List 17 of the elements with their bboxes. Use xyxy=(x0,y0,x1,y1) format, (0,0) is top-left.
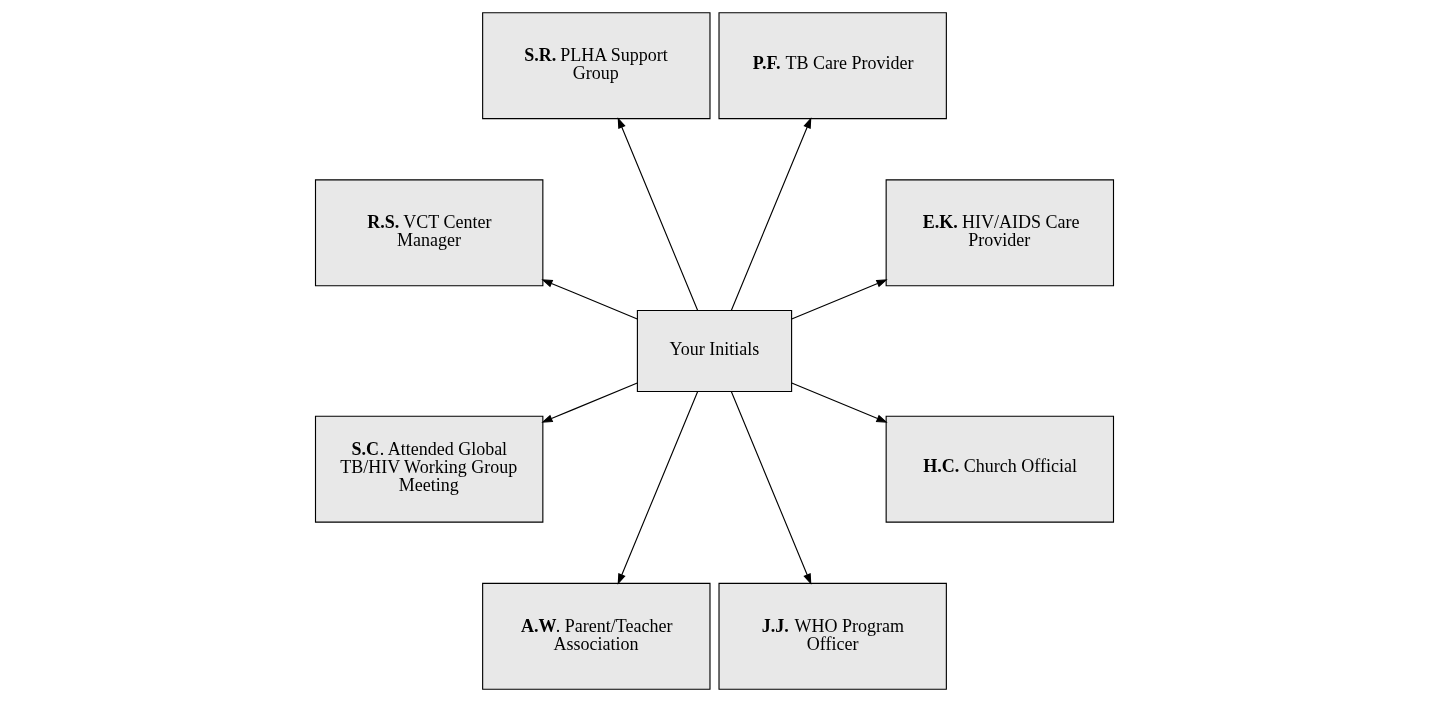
node-box: A.W. Parent/Teacher Association xyxy=(482,582,711,690)
node-box: E.K. HIV/AIDS Care Provider xyxy=(885,179,1115,287)
arrow xyxy=(617,391,699,585)
arrow xyxy=(730,391,812,585)
node-box: H.C. Church Official xyxy=(885,415,1115,523)
node-box: Your Initials xyxy=(636,309,793,393)
node-box: S.R. PLHA Support Group xyxy=(482,12,711,120)
arrow xyxy=(541,279,638,320)
node-box: R.S. VCT Center Manager xyxy=(314,179,544,287)
node-box: P.F. TB Care Provider xyxy=(718,12,947,120)
arrow xyxy=(791,279,888,320)
node-box: J.J. WHO Program Officer xyxy=(718,582,947,690)
arrow xyxy=(730,117,812,311)
arrow xyxy=(541,382,638,423)
arrow xyxy=(791,382,888,423)
arrow xyxy=(617,117,699,311)
node-box: S.C. Attended Global TB/HIV Working Group Meeting xyxy=(314,415,544,523)
